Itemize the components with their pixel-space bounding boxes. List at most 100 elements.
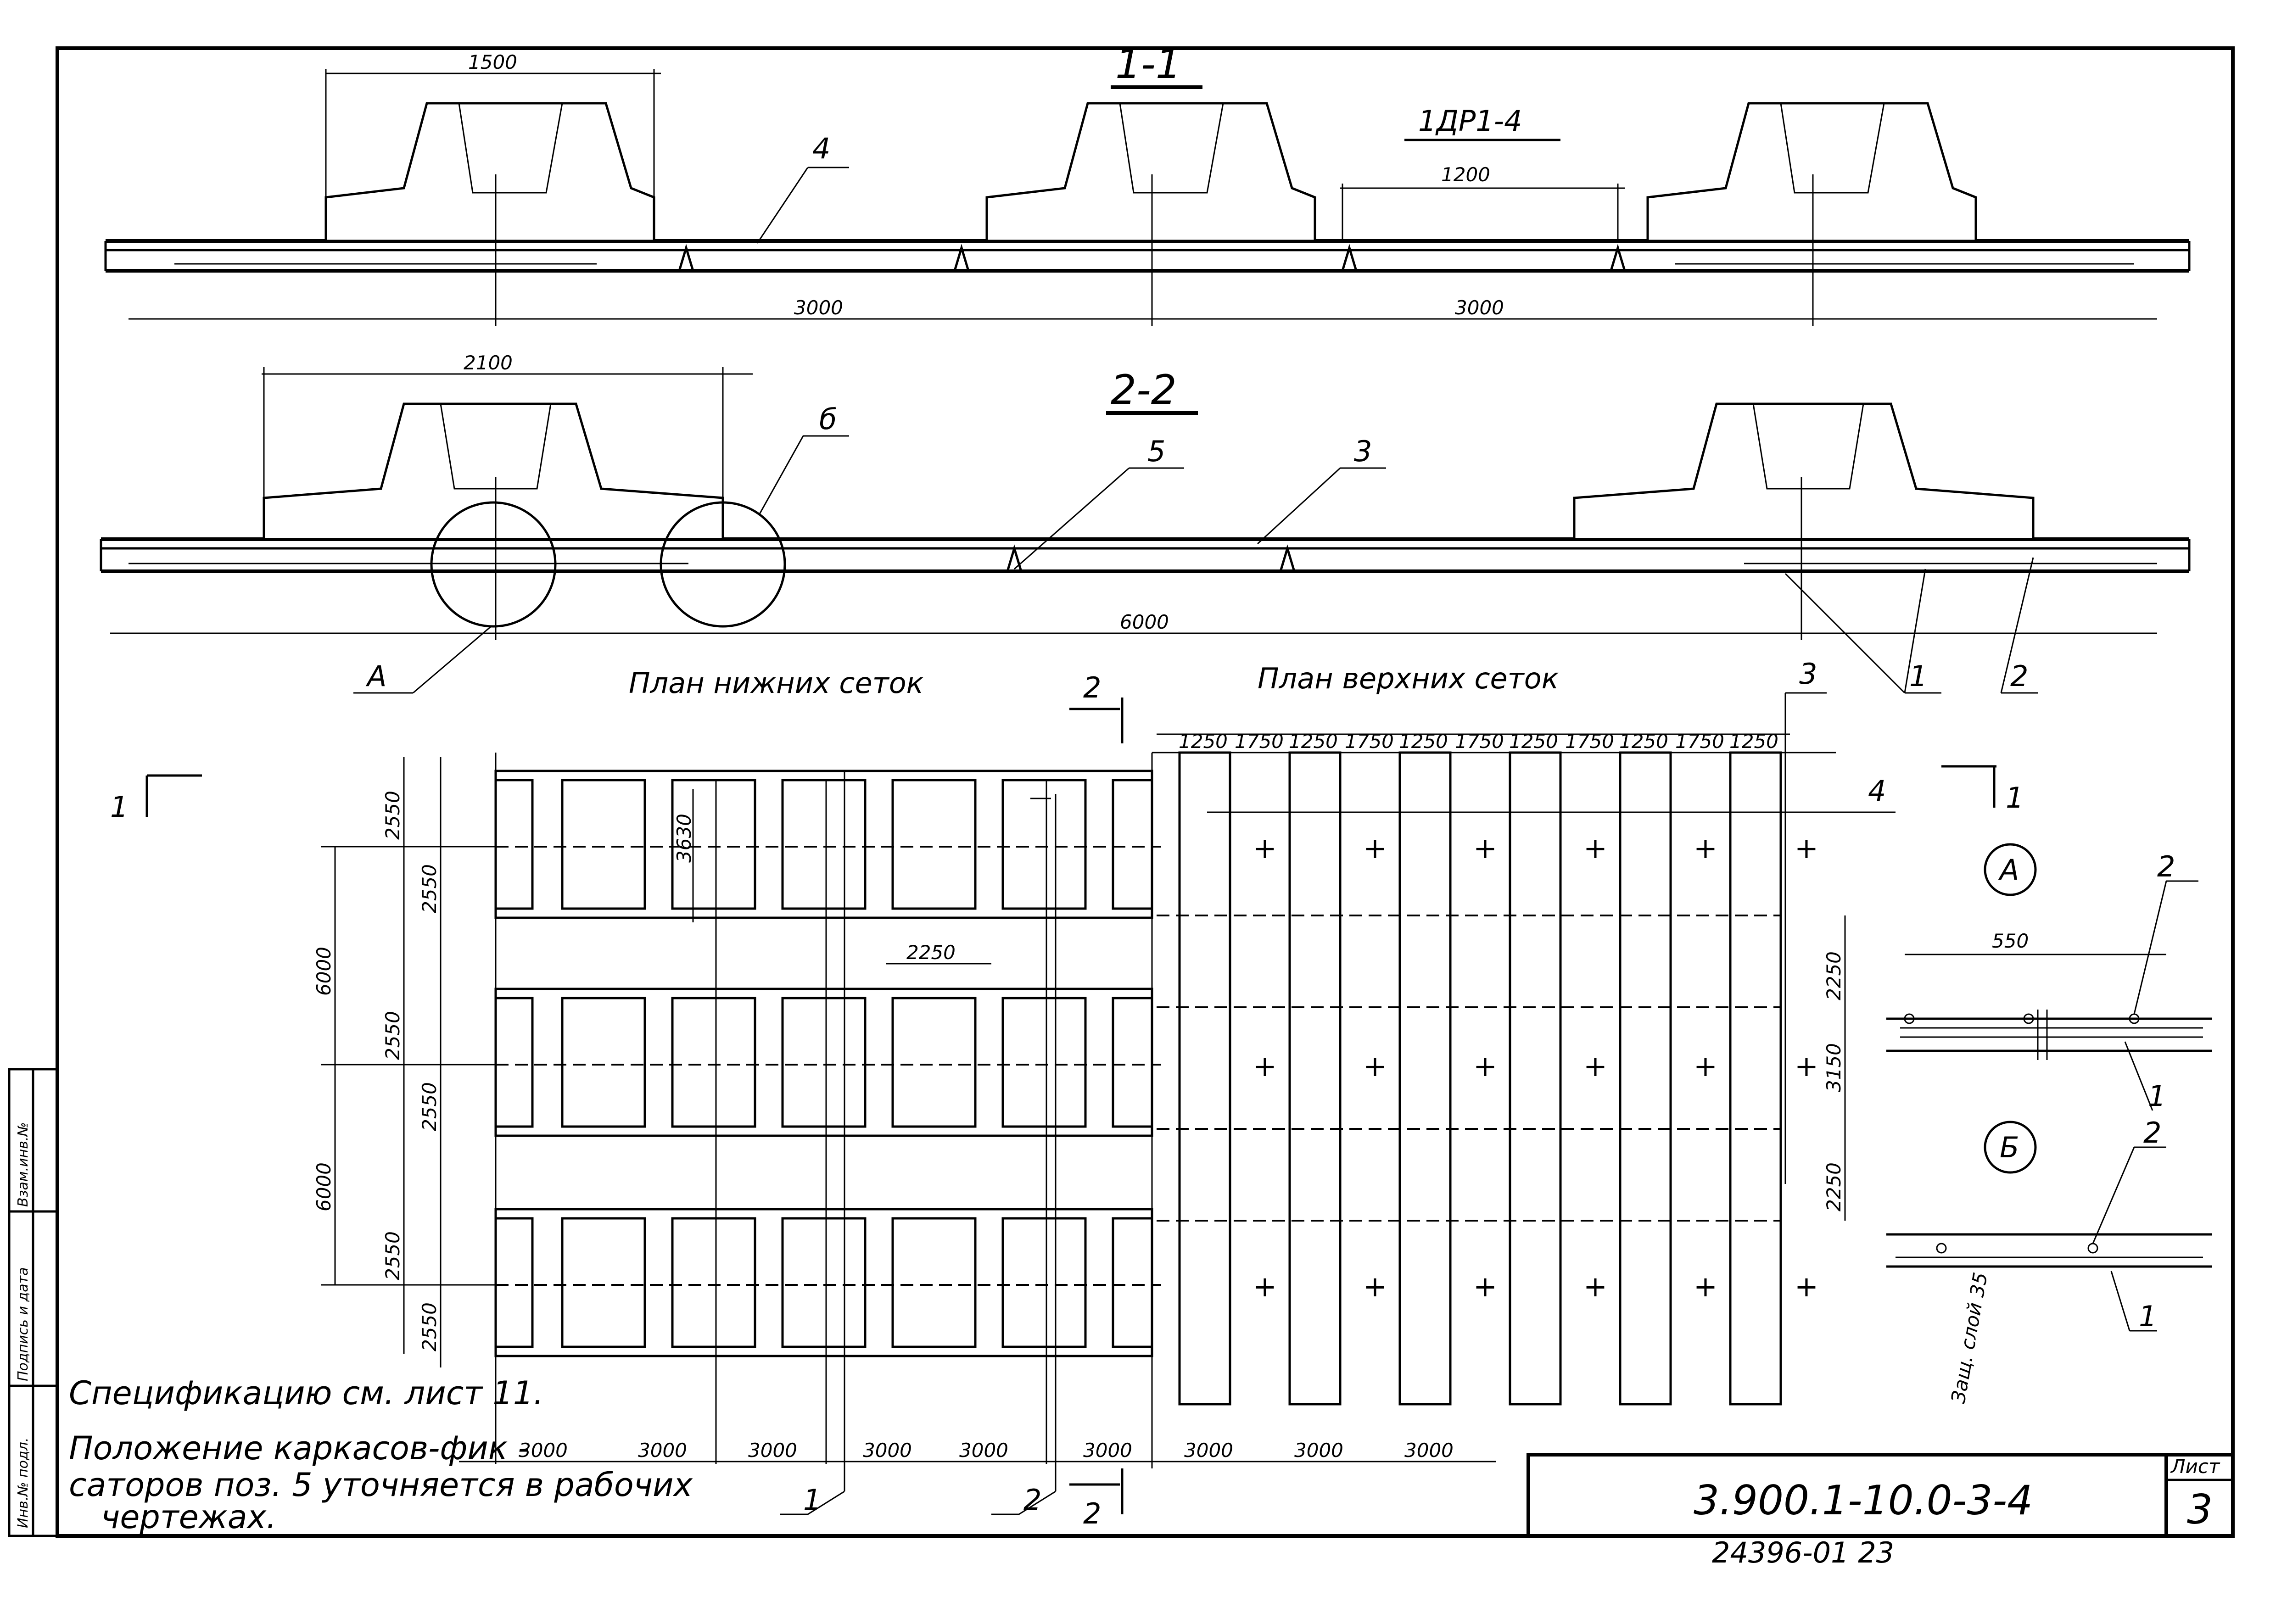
drawing-code: 3.900.1-10.0-3-4 xyxy=(1694,1477,2033,1524)
callout-4-plan: 4 xyxy=(1868,774,1886,808)
dim-2550-3: 2550 xyxy=(381,1011,404,1060)
strip-dim-4: 1750 xyxy=(1345,730,1394,753)
dim-3000-t3: 3000 xyxy=(1404,1439,1454,1462)
block-3 xyxy=(1646,102,1977,242)
note-1: Спецификацию см. лист 11. xyxy=(69,1374,544,1412)
dim-3000-b6: 3000 xyxy=(1083,1439,1132,1462)
callout-3-plan: 3 xyxy=(1799,657,1817,691)
section-1-1: 1-1 1500 1200 3000 3000 xyxy=(104,40,2191,326)
plan-bottom: План нижних сеток 2 3630 2250 xyxy=(110,666,1161,1530)
detail-circle-a xyxy=(430,501,557,628)
notes: Спецификацию см. лист 11. Положение карк… xyxy=(69,1374,693,1536)
block-4 xyxy=(263,402,724,541)
sheet-number: 3 xyxy=(2187,1486,2213,1533)
strip-dim-1: 1250 xyxy=(1179,730,1228,753)
dim-3000-a: 3000 xyxy=(794,296,843,319)
bottom-mesh-panels xyxy=(494,779,1153,1348)
strip-dim-9: 1250 xyxy=(1619,730,1668,753)
block-5 xyxy=(1573,402,2035,541)
svg-text:+: + xyxy=(1694,832,1717,865)
svg-text:+: + xyxy=(1363,1049,1387,1083)
plan-top-title: План верхних сеток xyxy=(1258,662,1559,695)
section-2-2: 2-2 2100 6000 б 5 3 А xyxy=(100,352,2191,694)
plus-marks: ++++++ ++++++ ++++++ xyxy=(1253,832,1818,1303)
svg-text:+: + xyxy=(1694,1270,1717,1303)
dim-1500: 1500 xyxy=(468,51,517,73)
right-dim-3: 2250 xyxy=(1823,1162,1845,1211)
detail-b: Б 2 1 Защ. слой 35 xyxy=(1886,1116,2212,1405)
right-dim-2: 3150 xyxy=(1823,1043,1845,1092)
svg-text:+: + xyxy=(1583,1270,1607,1303)
strip-dim-6: 1750 xyxy=(1455,730,1504,753)
dim-3000-b5: 3000 xyxy=(959,1439,1008,1462)
callout-1-section: 1 xyxy=(1909,659,1927,693)
block-1 xyxy=(324,102,655,242)
dim-6000-h2: 6000 xyxy=(313,1162,335,1211)
sheet-label: Лист xyxy=(2170,1455,2220,1478)
label-1dr1-4: 1ДР1-4 xyxy=(1418,104,1522,138)
cut-1-left: 1 xyxy=(110,790,128,824)
dim-3000-b: 3000 xyxy=(1455,296,1504,319)
detail-a: А 550 2 1 xyxy=(1886,843,2212,1113)
strip-dim-2: 1750 xyxy=(1235,730,1284,753)
detail-a-callout-1: 1 xyxy=(2148,1079,2166,1113)
callout-a-section: А xyxy=(365,659,386,693)
strip-dim-8: 1750 xyxy=(1565,730,1614,753)
svg-text:+: + xyxy=(1253,1049,1277,1083)
dim-2550-5: 2550 xyxy=(381,1231,404,1280)
cut-2-top: 2 xyxy=(1083,671,1101,704)
svg-text:+: + xyxy=(1583,1049,1607,1083)
svg-text:+: + xyxy=(1473,1270,1497,1303)
detail-b-cover: Защ. слой 35 xyxy=(1947,1271,1992,1405)
detail-a-name: А xyxy=(1998,853,2019,887)
svg-text:+: + xyxy=(1795,1049,1818,1083)
stamp-inv: Инв.№ подл. xyxy=(15,1438,31,1528)
dim-3000-b1: 3000 xyxy=(519,1439,568,1462)
detail-a-dim: 550 xyxy=(1992,930,2029,952)
dim-3000-b3: 3000 xyxy=(748,1439,797,1462)
dim-2100: 2100 xyxy=(464,352,513,374)
svg-text:+: + xyxy=(1583,832,1607,865)
dim-2550-4: 2550 xyxy=(418,1082,441,1131)
svg-text:+: + xyxy=(1253,832,1277,865)
note-4: чертежах. xyxy=(101,1498,276,1536)
strip-dim-11: 1250 xyxy=(1729,730,1778,753)
title-block: 3.900.1-10.0-3-4 Лист 3 24396-01 23 xyxy=(1527,1453,2235,1569)
block-2 xyxy=(985,102,1316,242)
detail-a-callout-2: 2 xyxy=(2157,850,2175,883)
callout-4-section: 4 xyxy=(812,132,830,165)
svg-text:+: + xyxy=(1694,1049,1717,1083)
note-3: саторов поз. 5 уточняется в рабочих xyxy=(69,1466,693,1504)
right-dim-1: 2250 xyxy=(1823,951,1845,1000)
dim-3000-b2: 3000 xyxy=(638,1439,687,1462)
section-1-1-title: 1-1 xyxy=(1115,40,1181,88)
sheet-frame xyxy=(56,46,2235,1538)
svg-text:+: + xyxy=(1473,1049,1497,1083)
svg-text:+: + xyxy=(1795,832,1818,865)
svg-text:+: + xyxy=(1363,1270,1387,1303)
svg-text:+: + xyxy=(1253,1270,1277,1303)
callout-5: 5 xyxy=(1147,435,1165,468)
dim-3000-b4: 3000 xyxy=(863,1439,912,1462)
strip-dim-5: 1250 xyxy=(1399,730,1448,753)
callout-2-plan: 2 xyxy=(1023,1483,1041,1517)
stamp-sign: Подпись и дата xyxy=(15,1267,31,1382)
plan-top: План верхних сеток 1250 1750 1250 1750 1… xyxy=(1152,657,2024,1462)
strip-dim-3: 1250 xyxy=(1289,730,1338,753)
dim-2550-6: 2550 xyxy=(418,1302,441,1351)
section-2-2-title: 2-2 xyxy=(1111,366,1177,413)
dim-6000-h1: 6000 xyxy=(313,947,335,996)
svg-text:+: + xyxy=(1795,1270,1818,1303)
callout-b-section: б xyxy=(819,402,837,436)
svg-text:+: + xyxy=(1473,832,1497,865)
detail-b-name: Б xyxy=(2000,1131,2019,1164)
cut-1-right: 1 xyxy=(2006,781,2024,815)
strip-dim-10: 1750 xyxy=(1675,730,1724,753)
dim-2550-1: 2550 xyxy=(381,791,404,840)
dim-2250: 2250 xyxy=(906,941,956,964)
archive-number: 24396-01 23 xyxy=(1712,1536,1894,1569)
cut-2-bottom: 2 xyxy=(1083,1497,1101,1530)
side-stamp: Инв.№ подл. Подпись и дата Взам.инв.№ xyxy=(8,1068,59,1537)
note-2: Положение каркасов-фик - xyxy=(69,1429,529,1467)
dim-3630: 3630 xyxy=(673,814,695,863)
